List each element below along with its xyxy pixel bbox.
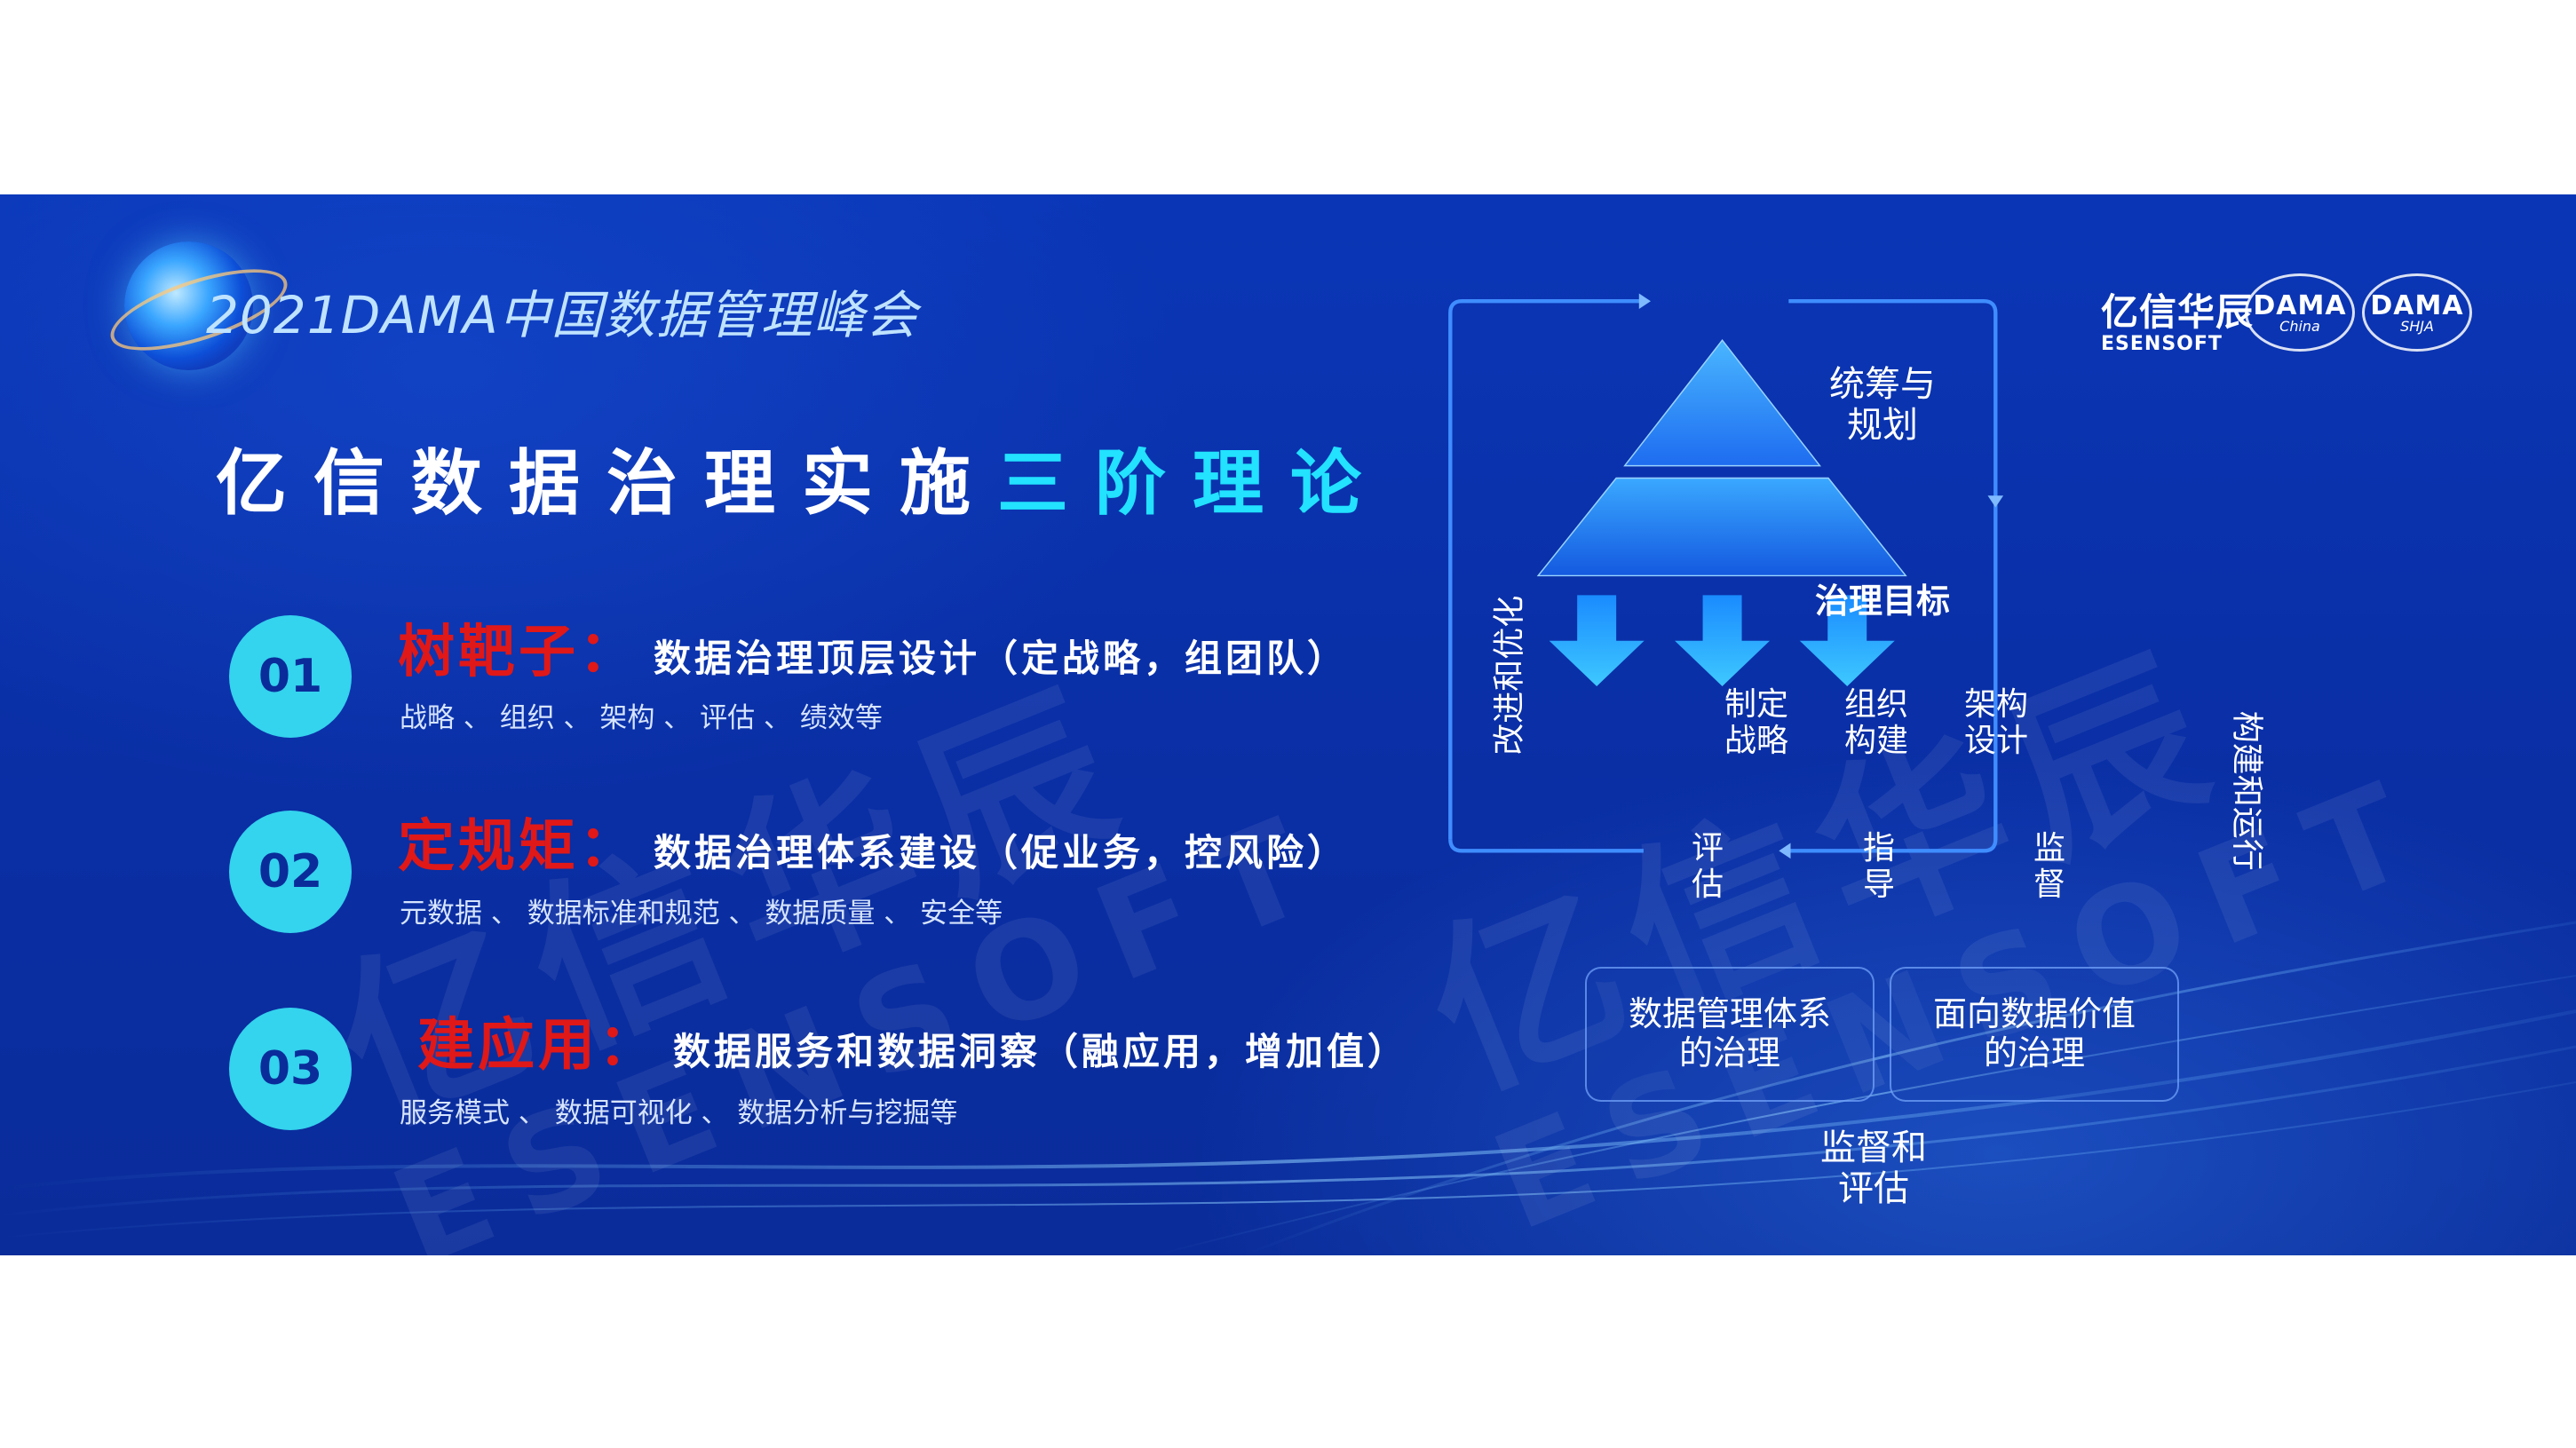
governance-diagram [1448,293,2004,859]
cycle-label-top: 统筹与 规划 [1829,364,1936,446]
arrow-down-3 [1799,595,1895,686]
step-2-subtitle: 元数据 、 数据标准和规范 、 数据质量 、 安全等 [400,898,1003,930]
cycle-label-bottom: 监督和 评估 [1820,1128,1927,1209]
event-title: 2021DAMA中国数据管理峰会 [206,285,918,345]
dama-china-main: DAMA [2253,290,2347,321]
step-1-heading: 树靶子： 数据治理顶层设计（定战略，组团队） [398,606,1348,688]
frame-right [1785,499,1998,853]
dama-shja-logo: DAMA SHJA [2362,273,2472,352]
dama-shja-sub: SHJA [2400,318,2434,335]
cycle-label-left: 改进和优化 [1491,595,1528,756]
arrow-down-2 [1675,595,1771,686]
globe-logo-icon [124,241,253,370]
frame-top-left [1448,299,1644,840]
step-3-title: 数据服务和数据洞察（融应用，增加值） [673,1030,1409,1073]
title-highlight: 三阶理论 [997,442,1388,525]
step-3-heading: 建应用： 数据服务和数据洞察（融应用，增加值） [417,1000,1408,1081]
frame-top-right [1788,299,1998,500]
arrowhead-bottom [1779,843,1791,859]
step-1-key: 树靶子： [398,620,639,685]
page-title: 亿信数据治理实施三阶理论 [216,426,1388,529]
arrowhead-right [1987,495,2004,508]
frame-bottom-left [1448,839,1644,853]
step-1-title: 数据治理顶层设计（定战略，组团队） [654,637,1349,680]
title-prefix: 亿信数据治理实施 [216,442,997,525]
arrow-label: 监 督 [2033,830,2065,904]
esensoft-logo: 亿信华辰 ESENSOFT [2101,282,2254,355]
cycle-label-right: 构建和运行 [2228,710,2265,871]
pyramid-mid-label: 制定 战略 [1724,686,1788,760]
dama-shja-main: DAMA [2370,290,2464,321]
step-number-badge: 02 [229,811,352,933]
arrowhead-top [1638,293,1651,310]
pyramid-top-triangle [1623,338,1821,467]
step-2-key: 定规矩： [398,814,639,880]
dama-china-logo: DAMA China [2245,273,2355,352]
pyramid-mid-label: 组织 构建 [1843,686,1908,760]
step-2-heading: 定规矩： 数据治理体系建设（促业务，控风险） [398,801,1348,882]
step-3-key: 建应用： [417,1013,659,1079]
brand-en: ESENSOFT [2101,333,2223,355]
step-number-badge: 01 [229,615,352,738]
arrow-label: 指 导 [1862,830,1895,904]
arrow-label: 评 估 [1691,830,1724,904]
step-2-title: 数据治理体系建设（促业务，控风险） [654,831,1349,874]
step-number-badge: 03 [229,1008,352,1130]
step-3-subtitle: 服务模式 、 数据可视化 、 数据分析与挖掘等 [400,1097,958,1129]
governance-box-label: 面向数据价值 的治理 [1932,994,2136,1072]
cycle-frame [1448,299,1998,853]
pyramid-mid-label: 架构 设计 [1963,686,2028,760]
dama-china-sub: China [2279,318,2320,335]
brand-cn: 亿信华辰 [2101,290,2255,334]
pyramid-top-label: 治理目标 [1814,582,1950,621]
arrow-down-1 [1549,595,1645,686]
governance-box-label: 数据管理体系 的治理 [1628,994,1831,1072]
slide: 亿信华辰 ESENSOFT 亿信华辰 ESENSOFT [0,194,2576,1255]
governance-box: 数据管理体系 的治理 [1585,967,1875,1102]
governance-box: 面向数据价值 的治理 [1890,967,2179,1102]
step-1-subtitle: 战略 、 组织 、 架构 、 评估 、 绩效等 [400,702,883,734]
pyramid-middle-trapezoid [1536,477,1907,577]
